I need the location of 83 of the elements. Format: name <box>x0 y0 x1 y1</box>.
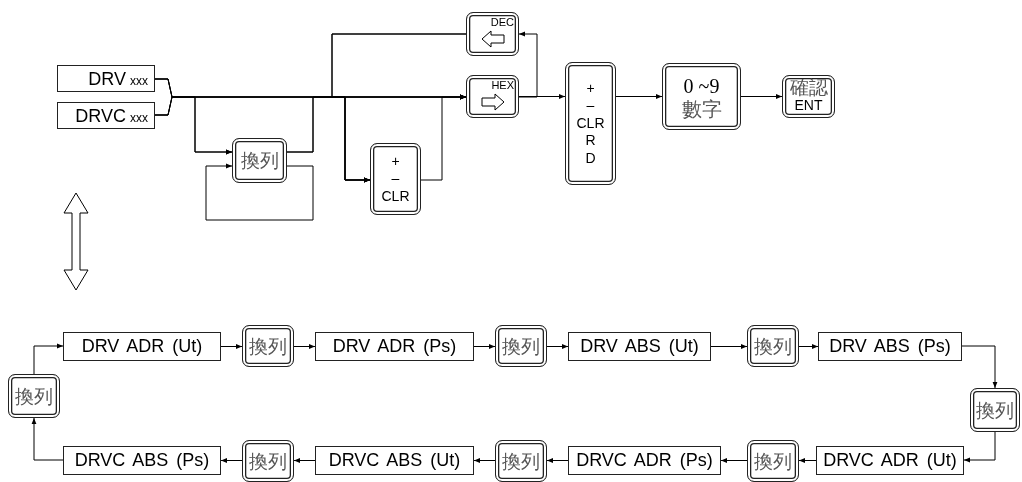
key-label: 確認 <box>789 78 828 98</box>
arrow <box>740 94 783 99</box>
keypad-key <box>466 12 519 56</box>
key-label: ENT <box>794 97 823 115</box>
key-label: 0 ~9 <box>683 74 720 99</box>
mode-label: xxx <box>130 74 148 88</box>
arrow <box>473 458 496 463</box>
keypad-key <box>747 325 799 367</box>
keypad-key <box>970 388 1020 432</box>
mode-label: DRV <box>88 69 126 90</box>
arrow <box>33 343 64 375</box>
arrow <box>518 94 566 99</box>
key-label: – <box>391 170 400 188</box>
arrow <box>961 345 998 389</box>
mode-label: DRVC ADR (Ps) <box>576 450 713 471</box>
key-label: 數字 <box>681 99 722 119</box>
arrow <box>220 344 243 349</box>
key-label: CLR <box>576 114 605 133</box>
arrow <box>546 458 569 463</box>
arrow <box>546 344 569 349</box>
arrow <box>720 458 748 463</box>
key-label: 換列 <box>240 151 279 170</box>
keypad-key <box>232 138 287 183</box>
key-label: CLR <box>381 187 410 206</box>
mode-label: DRV ABS (Ut) <box>580 336 699 357</box>
mode-box <box>816 446 964 475</box>
keypad-key <box>565 62 616 185</box>
arrow <box>615 94 663 99</box>
mode-box <box>63 332 221 361</box>
arrow <box>710 344 748 349</box>
mode-box <box>818 332 962 361</box>
arrow <box>31 417 64 461</box>
key-label: 換列 <box>15 386 53 406</box>
mode-box <box>315 446 474 475</box>
arrow <box>798 344 819 349</box>
mode-label: DRV ADR (Ps) <box>332 336 457 357</box>
key-label: DEC <box>490 16 514 28</box>
arrow <box>518 31 538 98</box>
keypad-key <box>370 143 421 215</box>
key-label: 換列 <box>502 336 540 356</box>
mode-label: DRVC ABS (Ut) <box>328 450 461 471</box>
arrow <box>798 458 817 463</box>
mode-box <box>568 446 721 475</box>
key-label: 換列 <box>754 451 792 471</box>
keypad-key <box>242 325 294 367</box>
mode-box <box>57 65 155 92</box>
mode-label: DRVC ADR (Ut) <box>823 450 957 471</box>
mode-label: DRV ADR (Ut) <box>81 336 203 357</box>
key-label: HEX <box>491 79 514 91</box>
key-label: 換列 <box>249 336 287 356</box>
arrow <box>331 33 467 100</box>
mode-label: DRVC <box>75 106 126 127</box>
mode-box <box>315 332 474 361</box>
key-label: R <box>585 132 596 150</box>
key-label: 換列 <box>976 400 1014 420</box>
keypad-key <box>495 325 547 367</box>
arrow <box>473 344 496 349</box>
key-label: 換列 <box>249 451 287 471</box>
key-label: 換列 <box>754 336 792 356</box>
arrow <box>205 163 314 221</box>
keypad-key <box>747 440 799 482</box>
key-label: D <box>585 149 596 168</box>
arrow <box>293 344 316 349</box>
keypad-key <box>242 440 294 482</box>
key-label: + <box>391 152 400 171</box>
arrow <box>293 458 316 463</box>
mode-label: xxx <box>130 111 148 125</box>
keypad-key <box>495 440 547 482</box>
key-label: 換列 <box>502 451 540 471</box>
keypad-key <box>782 75 835 118</box>
keypad-key <box>8 374 60 418</box>
mode-label: DRV ABS (Ps) <box>829 336 951 357</box>
key-label: + <box>586 79 595 98</box>
mode-box <box>57 102 155 129</box>
keypad-key <box>662 63 741 130</box>
mode-label: DRVC ABS (Ps) <box>74 450 210 471</box>
arrow <box>420 94 467 181</box>
mode-box <box>63 446 221 475</box>
arrow <box>220 458 243 463</box>
keypad-key <box>466 75 519 118</box>
arrow <box>963 431 996 463</box>
mode-box <box>568 332 711 361</box>
key-label: – <box>586 97 595 115</box>
